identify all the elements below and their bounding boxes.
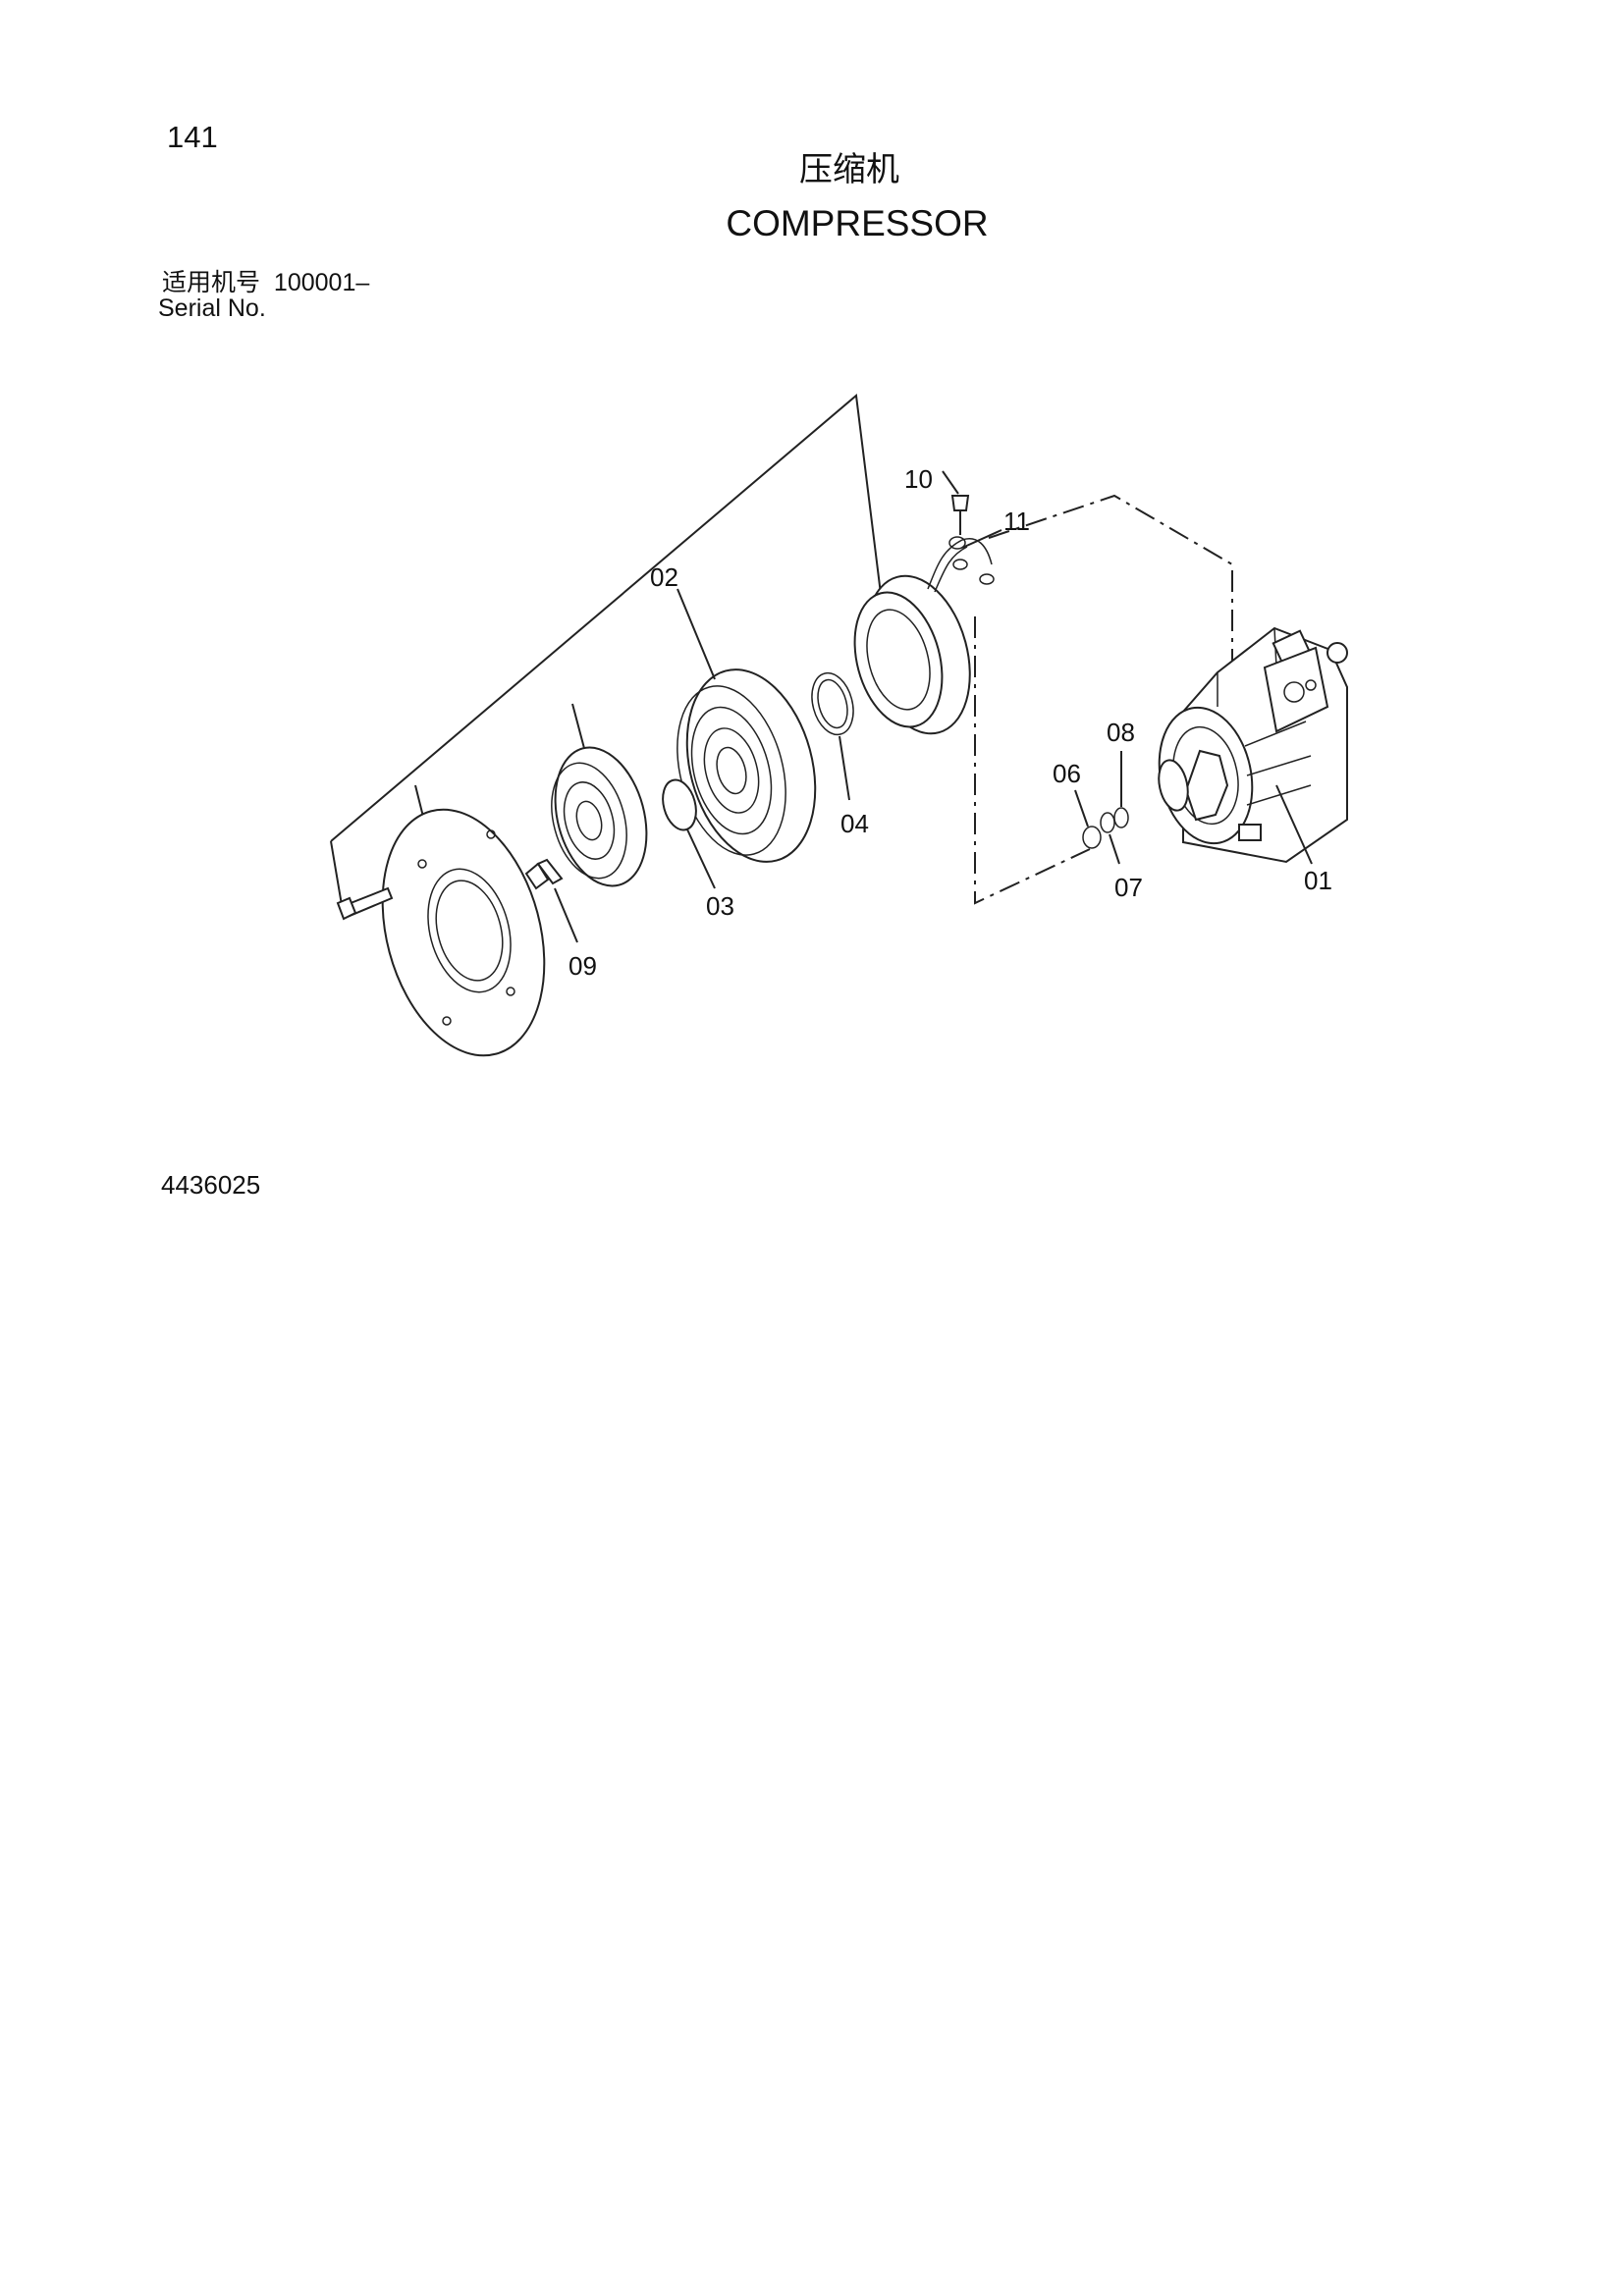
- o-ring-08-part: [1113, 751, 1129, 828]
- callout-08: 08: [1107, 718, 1135, 747]
- shim-part: [662, 778, 716, 889]
- title-chinese: 压缩机: [799, 151, 899, 188]
- bolt-left-part: [336, 886, 394, 921]
- callout-03: 03: [706, 891, 734, 921]
- callout-06: 06: [1053, 759, 1081, 788]
- bolt-09-part: [524, 858, 578, 943]
- reference-code: 4436025: [161, 1170, 261, 1200]
- compressor-body-part: [1158, 626, 1348, 865]
- serial-range: 100001–: [273, 269, 370, 296]
- callout-07: 07: [1114, 873, 1143, 902]
- title-english: COMPRESSOR: [726, 203, 989, 243]
- alignment-lines: [974, 494, 1233, 905]
- washer-07-part: [1100, 812, 1120, 865]
- screw-part: [942, 470, 970, 535]
- hub-assembly-part: [551, 746, 648, 887]
- serial-number-line: 适用机号 100001–: [162, 271, 369, 295]
- serial-label-chinese: 适用机号: [162, 269, 261, 296]
- washer-06-part: [1074, 789, 1102, 849]
- snap-ring-part: [811, 671, 854, 801]
- front-plate-part: [381, 808, 546, 1057]
- callout-04: 04: [840, 809, 869, 838]
- callout-11: 11: [1003, 507, 1030, 536]
- page-number: 141: [167, 120, 218, 154]
- lock-washer-part: [948, 529, 1002, 585]
- callout-09: 09: [568, 951, 597, 981]
- field-coil-part: [853, 538, 993, 735]
- pulley-part: [677, 588, 817, 863]
- callout-01: 01: [1304, 866, 1332, 895]
- serial-label-english: Serial No.: [158, 294, 266, 322]
- callout-10: 10: [904, 464, 933, 494]
- callout-02: 02: [650, 562, 678, 592]
